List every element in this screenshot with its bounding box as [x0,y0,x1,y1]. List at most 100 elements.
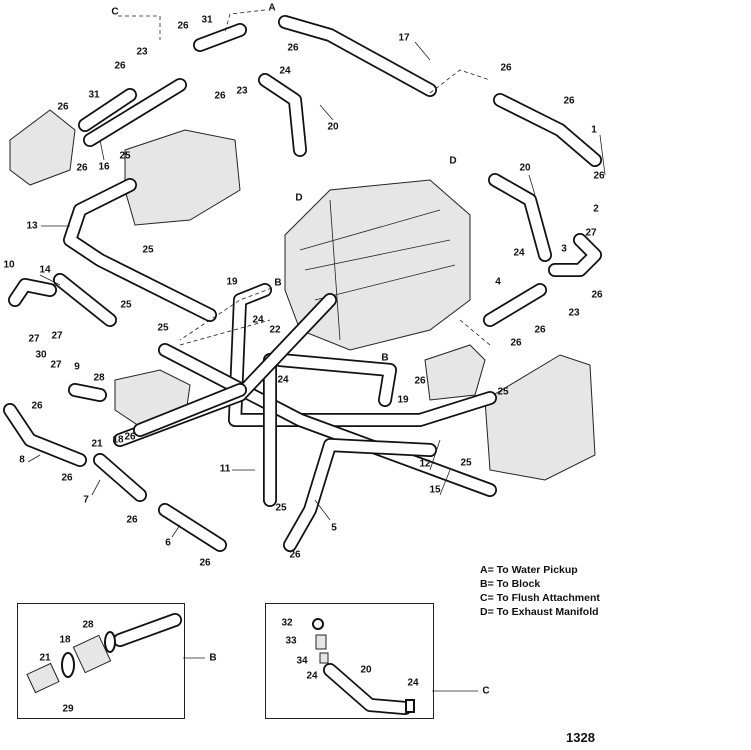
hose [84,79,186,146]
callout-1: 1 [591,125,597,136]
hose [54,274,116,326]
inset-c-drawing [312,618,415,715]
callout-20: 20 [519,163,531,174]
callout-33: 33 [285,636,297,647]
inset-detail-c [265,603,434,719]
hose [159,344,496,496]
callout-8: 8 [19,455,25,466]
callout-B: B [381,353,388,364]
callout-26: 26 [199,558,211,569]
callout-29: 29 [62,704,74,715]
callout-31: 31 [88,90,100,101]
callout-26: 26 [177,21,189,32]
callout-25: 25 [275,503,287,514]
callout-18: 18 [59,635,71,646]
callout-26: 26 [57,102,69,113]
callout-27: 27 [50,360,62,371]
callout-19: 19 [226,277,238,288]
callout-30: 30 [35,350,47,361]
callout-18: 18 [112,435,124,446]
callout-4: 4 [495,277,501,288]
callout-B: B [274,278,281,289]
callout-27: 27 [28,334,40,345]
hose [194,24,246,51]
callout-26: 26 [563,96,575,107]
callout-7: 7 [83,495,89,506]
callout-26: 26 [214,91,226,102]
thermostat-housing [424,344,486,401]
figure-number: 1328 [566,730,595,745]
callout-26: 26 [61,473,73,484]
hoses [3,15,602,552]
hose [79,89,136,131]
callout-26: 26 [500,63,512,74]
inset-b-drawing [26,613,182,694]
callout-21: 21 [91,439,103,450]
callout-24: 24 [513,248,525,259]
callout-A: A [268,3,275,14]
hose [229,284,496,426]
callout-27: 27 [585,228,597,239]
callout-24: 24 [252,315,264,326]
callout-22: 22 [269,325,281,336]
hose [494,94,601,166]
callout-3: 3 [561,244,567,255]
hose [489,174,551,261]
callout-28: 28 [82,620,94,631]
callout-2: 2 [593,204,599,215]
callout-25: 25 [119,151,131,162]
callout-27: 27 [51,331,63,342]
callout-34: 34 [296,656,308,667]
callout-32: 32 [281,618,293,629]
hose [134,384,246,436]
callout-12: 12 [419,459,431,470]
dashed-connectors [118,9,491,346]
callout-25: 25 [142,245,154,256]
callout-25: 25 [120,300,132,311]
callout-20: 20 [360,665,372,676]
callout-16: 16 [98,162,110,173]
callout-D: D [449,156,456,167]
callout-26: 26 [31,401,43,412]
callout-C: C [111,7,118,18]
inset-detail-b [17,603,185,719]
exhaust-manifold-port [124,129,241,226]
hose [284,439,436,551]
callout-15: 15 [429,485,441,496]
callout-19: 19 [397,395,409,406]
callout-17: 17 [398,33,410,44]
hose [94,454,146,501]
legend-item-c: C= To Flush Attachment [480,592,600,604]
callout-5: 5 [331,523,337,534]
callout-26: 26 [289,550,301,561]
legend-item-a: A= To Water Pickup [480,564,578,576]
callout-26: 26 [510,338,522,349]
legend-item-d: D= To Exhaust Manifold [480,606,599,618]
callout-26: 26 [591,290,603,301]
callout-C: C [482,686,489,697]
hose [279,16,436,96]
callout-26: 26 [124,432,136,443]
callout-26: 26 [114,61,126,72]
legend: A= To Water Pickup B= To Block C= To Flu… [480,563,600,619]
callout-11: 11 [220,464,231,475]
callout-D: D [295,193,302,204]
callout-31: 31 [201,15,213,26]
callout-26: 26 [287,43,299,54]
exhaust-manifold-starboard [484,354,596,481]
callout-14: 14 [39,265,51,276]
callout-26: 26 [126,515,138,526]
hose [259,74,306,156]
callout-23: 23 [568,308,580,319]
callout-23: 23 [236,86,248,97]
callout-26: 26 [76,163,88,174]
leader-lines [27,41,606,692]
callout-13: 13 [26,221,38,232]
callout-23: 23 [136,47,148,58]
hose [4,404,86,466]
callout-10: 10 [3,260,15,271]
legend-item-b: B= To Block [480,578,541,590]
